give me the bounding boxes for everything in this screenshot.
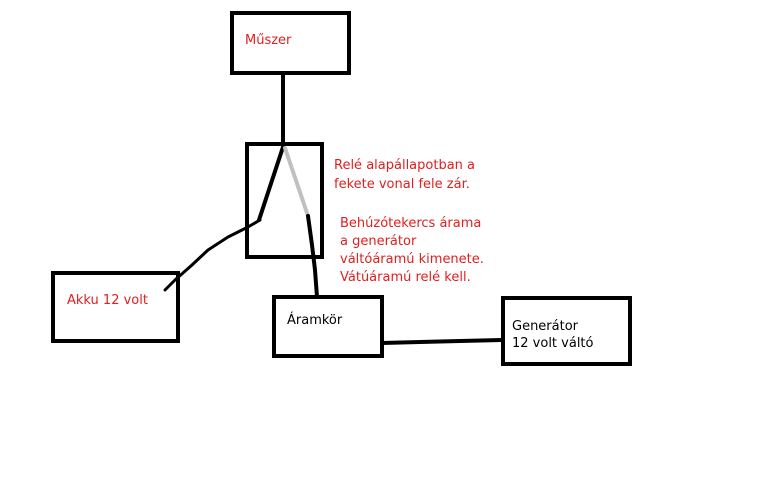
coil-note-line4: Vátúáramú relé kell. [340,270,471,285]
coil-note-line2: a generátor [340,234,417,249]
generator-label-line1: Generátor [512,319,579,334]
aramkor-label: Áramkör [287,313,343,328]
relay-note-line1: Relé alapállapotban a [334,158,476,173]
relay-note-line2: fekete vonal fele zár. [334,177,470,192]
generator-box [501,296,632,366]
akku-label: Akku 12 volt [67,293,148,308]
muszer-box [230,11,351,75]
coil-note-line3: váltóáramú kimenete. [340,252,484,267]
generator-label-line2: 12 volt váltó [512,336,594,351]
relay-contact-black [257,145,285,222]
muszer-label: Műszer [245,33,292,48]
aramkor-box [272,295,384,358]
akku-box [51,271,180,343]
wire-aramkor-generator [380,338,504,345]
coil-note-line1: Behúzótekercs árama [340,216,482,231]
relay-contact-gray [283,146,310,218]
relay-box [245,142,324,259]
